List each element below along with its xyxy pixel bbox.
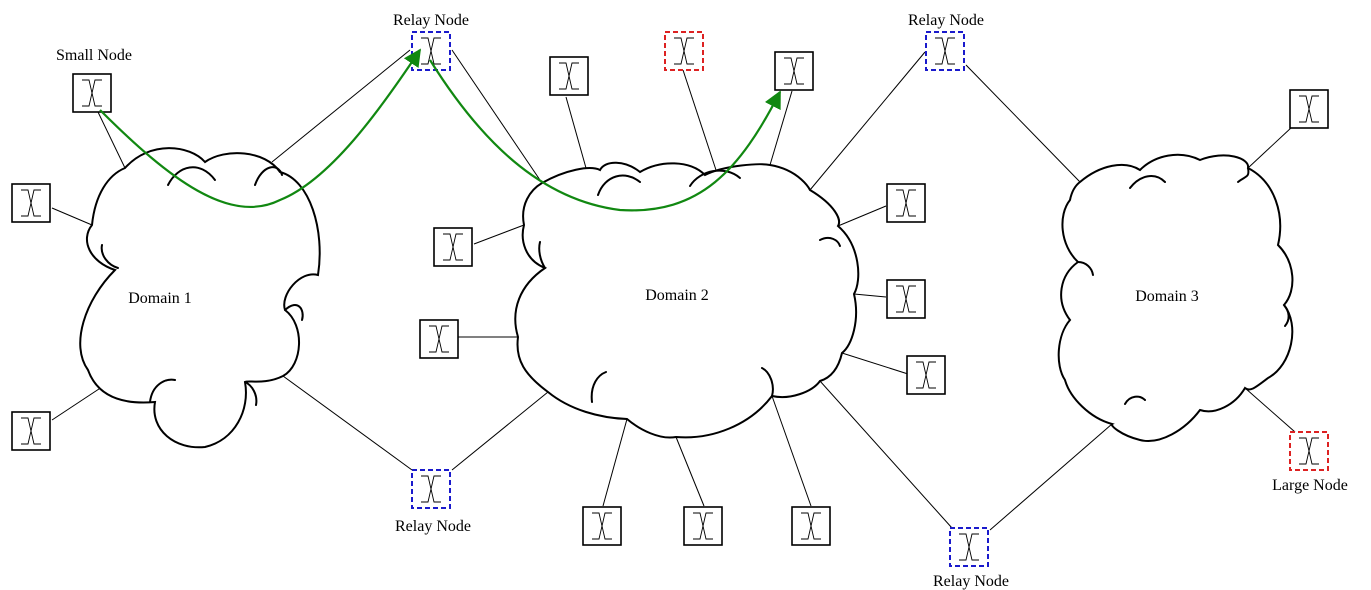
domain-1-label: Domain 1 [128, 290, 192, 307]
large-node-box [1289, 431, 1329, 471]
d3-bump-left [1077, 261, 1094, 276]
node-d2-right1-box [886, 183, 926, 223]
cloud-details [100, 166, 1290, 406]
link-node-d3-top [1247, 126, 1293, 169]
d3-bump-top [1129, 175, 1166, 189]
switch-icon [1299, 95, 1319, 123]
d2-bump-top2 [689, 169, 741, 187]
link-relay-top-d2 [451, 49, 543, 184]
link-d3-large-node [1244, 387, 1296, 433]
d3-bump-top-right [1237, 167, 1250, 183]
node-d2-bottom3-box [791, 506, 831, 546]
link-node-d1-left [51, 207, 93, 226]
link-relay-bottom-right-d3 [989, 423, 1113, 531]
d1-bump-right [284, 304, 304, 321]
link-lines [51, 49, 1296, 531]
switch-icon [421, 475, 441, 503]
switch-icon [21, 417, 41, 445]
node-d2-right3-box [906, 355, 946, 395]
d1-bump-top [167, 166, 216, 186]
relay-node-bottom-right-box [949, 527, 989, 567]
node-d2-left1-box [433, 227, 473, 267]
switch-icon [801, 512, 821, 540]
link-node-d2-top2 [769, 90, 793, 166]
small-node-box [72, 73, 112, 113]
switch-icon [559, 62, 579, 90]
large-node-label: Large Node [1272, 477, 1348, 494]
node-d2-top-large-box [664, 31, 704, 71]
node-d2-top2-box [774, 51, 814, 91]
link-node-d2-bottom1 [602, 418, 628, 507]
route-paths [99, 48, 781, 212]
relay-node-top-right-box [925, 31, 965, 71]
d2-bump-left [538, 241, 546, 269]
link-node-d2-bottom3 [771, 395, 812, 507]
node-d2-bottom1-box [582, 506, 622, 546]
link-node-d2-top-large [682, 69, 717, 171]
route-small-to-relay [99, 48, 421, 209]
switch-icon [443, 233, 463, 261]
d1-bump-bottom-right [244, 381, 258, 406]
switch-icon [82, 79, 102, 107]
relay-node-bottom-left-label: Relay Node [395, 518, 471, 535]
switch-icon [429, 325, 449, 353]
d2-bump-right [819, 236, 841, 247]
link-relay-top-d3 [965, 64, 1081, 183]
link-d1-relay-top [271, 49, 411, 163]
switch-icon [21, 189, 41, 217]
switch-icon [935, 37, 955, 65]
switch-icon [784, 57, 804, 85]
node-d2-left2-box [419, 319, 459, 359]
link-node-d2-left1 [473, 224, 525, 245]
d1-bump-top-right [254, 166, 283, 186]
relay-node-top-left-box [411, 31, 451, 71]
d3-bump-bottom [1124, 395, 1146, 405]
link-small-node-d1 [97, 111, 126, 169]
d2-bump-bottom1 [590, 371, 607, 403]
link-d1-relay-bottom [282, 375, 413, 471]
switch-icon [592, 512, 612, 540]
link-node-d2-right2 [853, 293, 887, 298]
node-d3-top-box [1289, 89, 1329, 129]
domain-2-cloud [514, 161, 860, 439]
node-d2-right2-box [886, 279, 926, 319]
domain-3-cloud [1057, 153, 1294, 442]
link-d2-relay-top-right [809, 51, 926, 191]
small-node-label: Small Node [56, 47, 132, 64]
link-relay-bottom-d2 [451, 391, 549, 471]
link-node-d1-bottom-left [51, 382, 109, 421]
node-d1-left-box [11, 183, 51, 223]
link-node-d2-bottom2 [675, 436, 705, 507]
relay-node-top-left-label: Relay Node [393, 12, 469, 29]
link-node-d2-right1 [837, 205, 887, 227]
link-d2-relay-bottom-right [819, 380, 953, 529]
d1-bump-bottom [149, 378, 176, 403]
d3-bump-right [1283, 304, 1290, 327]
relay-node-bottom-right-label: Relay Node [933, 573, 1009, 590]
switch-icon [959, 533, 979, 561]
link-node-d2-right3 [841, 352, 909, 375]
switch-icon [896, 189, 916, 217]
d1-bump-left [100, 244, 119, 269]
node-d2-top1-box [549, 56, 589, 96]
d2-bump-top1 [597, 174, 641, 196]
switch-icon [674, 37, 694, 65]
domain-3-label: Domain 3 [1135, 288, 1199, 305]
d2-bump-bottom2 [761, 367, 774, 397]
node-d1-bottom-left-box [11, 411, 51, 451]
link-node-d2-top1 [565, 96, 587, 169]
switch-icon [421, 37, 441, 65]
switch-icon [693, 512, 713, 540]
relay-node-top-right-label: Relay Node [908, 12, 984, 29]
route-relay-to-node [429, 59, 781, 212]
relay-node-bottom-left-box [411, 469, 451, 509]
switch-icon [1299, 437, 1319, 465]
switch-icon [916, 361, 936, 389]
domain-2-label: Domain 2 [645, 287, 709, 304]
switch-icon [896, 285, 916, 313]
node-d2-bottom2-box [683, 506, 723, 546]
